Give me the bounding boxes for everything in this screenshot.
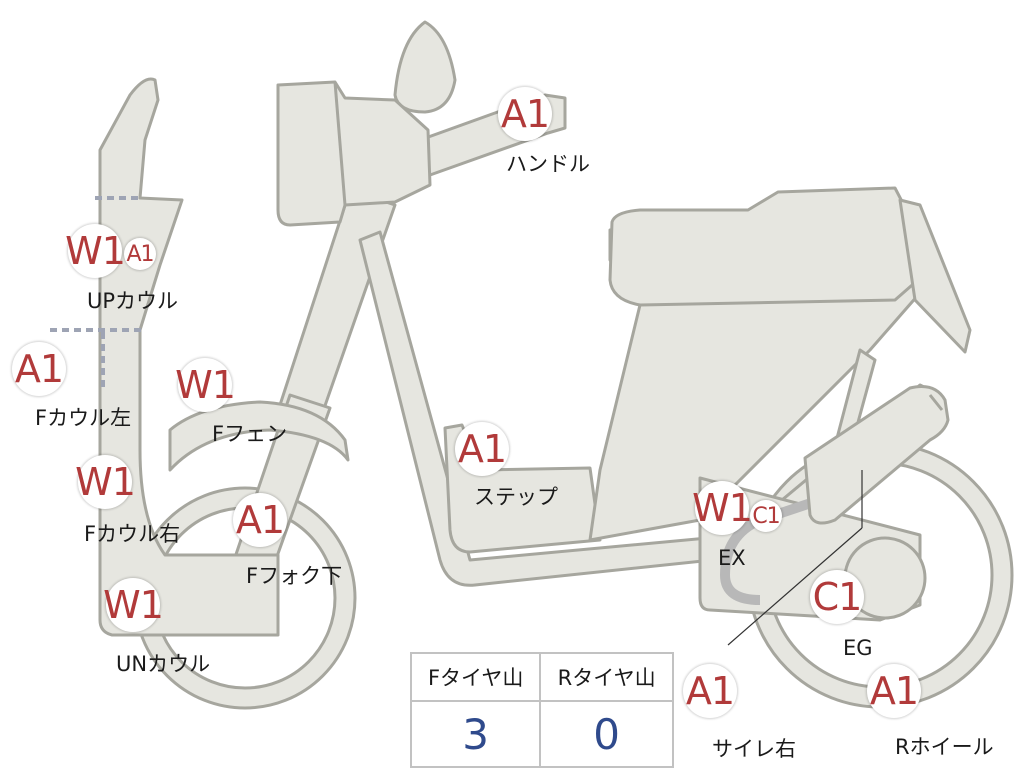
headlight-panel (276, 80, 432, 227)
label-f-fork-lower: Fフォク下 (246, 564, 343, 588)
marker-r-wheel: A1 (867, 664, 921, 718)
marker-f-cowl-right: W1 (75, 455, 136, 509)
label-un-cowl: UNカウル (116, 652, 211, 676)
marker-f-fender: W1 (175, 358, 236, 412)
marker-un-cowl: W1 (103, 578, 164, 632)
label-f-cowl-left: Fカウル左 (35, 406, 132, 430)
marker-f-cowl-left: A1 (12, 342, 66, 396)
front-tire-value: 3 (409, 700, 542, 768)
marker-ex-w: W1 (692, 481, 753, 535)
rear-tail (898, 198, 972, 354)
tire-table-value-row: 3 0 (409, 700, 674, 768)
callout-line-silencer (727, 527, 863, 646)
tire-table-header-row: Fタイヤ山 Rタイヤ山 (409, 652, 674, 702)
label-ex: EX (718, 546, 746, 570)
label-r-wheel: Rホイール (895, 735, 994, 759)
label-eg: EG (843, 636, 873, 660)
front-tire-header: Fタイヤ山 (409, 652, 542, 702)
front-cowl (98, 77, 280, 637)
label-f-fender: Fフェン (212, 422, 288, 446)
marker-handle: A1 (498, 87, 552, 141)
seat (608, 186, 937, 307)
rear-tire-header: Rタイヤ山 (539, 652, 674, 702)
label-silencer-right: サイレ右 (712, 737, 796, 761)
marker-silencer-right: A1 (683, 664, 737, 718)
floor-step (443, 423, 602, 554)
rear-tire-value: 0 (539, 700, 674, 768)
marker-eg: C1 (810, 570, 864, 624)
label-handle: ハンドル (506, 152, 590, 176)
marker-ex-c: C1 (750, 500, 782, 532)
windshield (393, 20, 457, 114)
marker-step: A1 (455, 422, 509, 476)
marker-f-fork-lower: A1 (233, 493, 287, 547)
label-f-cowl-right: Fカウル右 (84, 522, 181, 546)
tire-tread-table: Fタイヤ山 Rタイヤ山 3 0 (409, 652, 674, 768)
marker-up-cowl-a: A1 (124, 238, 156, 270)
label-up-cowl: UPカウル (87, 289, 179, 313)
marker-up-cowl-w: W1 (65, 224, 126, 278)
muffler (803, 385, 950, 525)
label-step: ステップ (474, 485, 558, 509)
